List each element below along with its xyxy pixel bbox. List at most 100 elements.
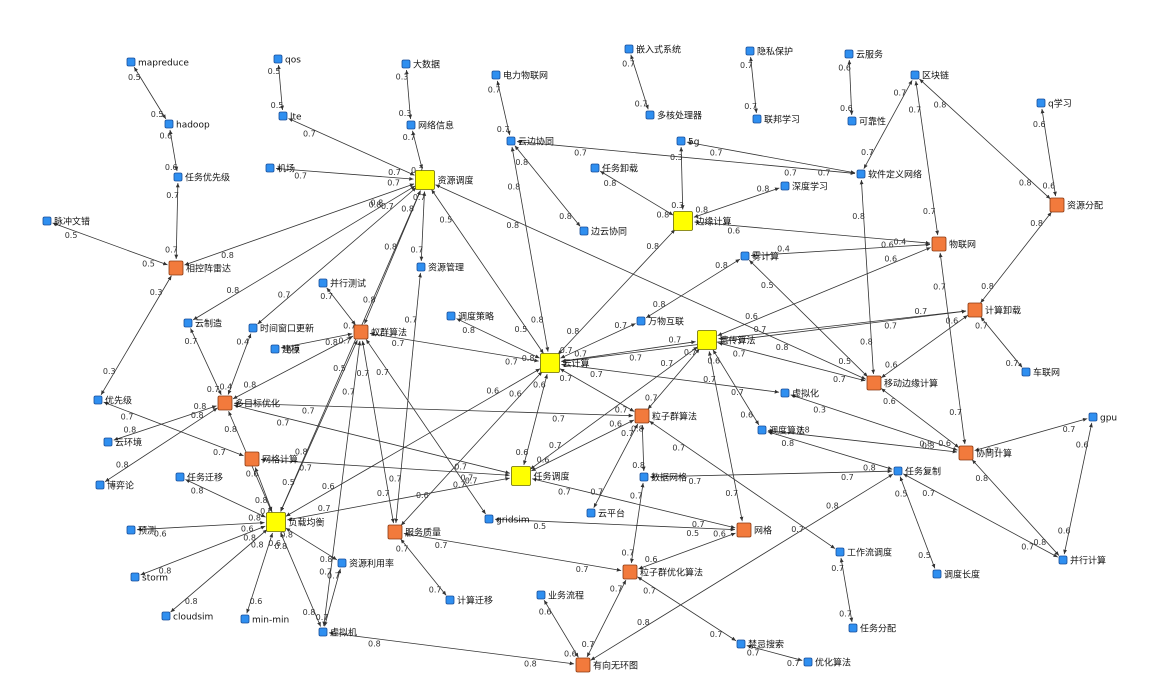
node-qos[interactable]: qos [273,54,301,66]
node-blue-marker[interactable] [736,639,746,649]
node-blue-marker[interactable] [893,466,903,476]
node-bjs[interactable]: 边缘计算 [673,211,732,231]
node-yellow-marker[interactable] [540,353,560,373]
node-yellow-marker[interactable] [415,170,435,190]
node-fwzl[interactable]: 服务质量 [387,524,441,540]
node-yjs[interactable]: 云计算 [540,353,590,373]
node-blue-marker[interactable] [130,572,140,582]
node-dlwlw[interactable]: 电力物联网 [491,70,548,82]
node-blue-marker[interactable] [752,114,762,124]
node-blue-marker[interactable] [445,595,455,605]
node-zylyl[interactable]: 资源利用率 [337,558,394,570]
node-dmbyh[interactable]: 多目标优化 [217,395,280,411]
node-qkl[interactable]: 区块链 [910,70,949,82]
node-blue-marker[interactable] [126,525,136,535]
node-blue-marker[interactable] [278,111,288,121]
node-blue-marker[interactable] [803,657,813,667]
node-zygl[interactable]: 资源管理 [416,262,464,274]
node-fzjh[interactable]: 负载均衡 [266,512,325,532]
node-sdxx[interactable]: 深度学习 [780,181,828,193]
node-yc[interactable]: 预测 [126,525,156,537]
node-gpu[interactable]: gpu [1088,412,1117,424]
node-ybxt[interactable]: 云边协同 [506,136,554,148]
node-blue-marker[interactable] [586,508,596,518]
node-kkx[interactable]: 可靠性 [847,116,886,128]
node-zydd[interactable]: 资源调度 [415,170,474,190]
node-yhsf[interactable]: 优化算法 [803,657,851,669]
node-blue-marker[interactable] [579,226,589,236]
node-blue-marker[interactable] [183,318,193,328]
node-g5[interactable]: 5g [676,136,699,148]
node-wlw[interactable]: 物联网 [931,236,976,252]
node-lte[interactable]: lte [278,111,302,123]
node-ddcd[interactable]: 调度长度 [932,569,980,581]
node-xkzl[interactable]: 相控阵雷达 [168,260,231,276]
node-blue-marker[interactable] [780,388,790,398]
node-sjck[interactable]: 时间窗口更新 [248,323,314,335]
node-yqsf[interactable]: 蚁群算法 [353,324,407,340]
node-sjwg[interactable]: 数据网格 [639,472,687,484]
node-blue-marker[interactable] [95,480,105,490]
node-wwhl[interactable]: 万物互联 [636,316,684,328]
node-blue-marker[interactable] [639,472,649,482]
node-yszh[interactable]: 隐私保护 [745,46,793,58]
node-blue-marker[interactable] [240,614,250,624]
node-blue-marker[interactable] [173,172,183,182]
node-qxx[interactable]: q学习 [1036,98,1072,110]
node-dhcl[interactable]: 多核处理器 [645,110,702,122]
node-dsj[interactable]: 大数据 [401,59,440,71]
node-blue-marker[interactable] [270,344,280,354]
node-jsqy[interactable]: 计算迁移 [445,595,493,607]
node-blue-marker[interactable] [416,262,426,272]
node-lzqsf[interactable]: 粒子群算法 [634,408,697,424]
node-blue-marker[interactable] [446,311,456,321]
node-blue-marker[interactable] [910,70,920,80]
node-blue-marker[interactable] [636,316,646,326]
node-ypt[interactable]: 云平台 [586,508,625,520]
node-blue-marker[interactable] [42,216,52,226]
node-byl[interactable]: 博弈论 [95,480,134,492]
node-ycsf[interactable]: 遗传算法 [697,330,756,350]
node-qrsxt[interactable]: 嵌入式系统 [624,44,681,56]
node-ywlc[interactable]: 业务流程 [536,590,584,602]
node-storm[interactable]: storm [130,572,168,584]
node-blue-marker[interactable] [161,611,171,621]
node-hadoop[interactable]: hadoop [164,119,210,131]
node-lzqyh[interactable]: 粒子群优化算法 [622,564,703,580]
node-blue-marker[interactable] [847,116,857,126]
node-cloudsim[interactable]: cloudsim [161,611,213,623]
node-blue-marker[interactable] [1088,412,1098,422]
node-blue-marker[interactable] [835,547,845,557]
node-bxcs[interactable]: 并行测试 [318,278,366,290]
node-wlxx[interactable]: 网络信息 [406,120,454,132]
node-jsxz[interactable]: 计算卸载 [967,302,1021,318]
node-byxt[interactable]: 边云协同 [579,226,627,238]
node-bxjs[interactable]: 并行计算 [1058,555,1106,567]
node-rwxz[interactable]: 任务卸载 [590,163,638,175]
node-orange-marker[interactable] [931,236,947,252]
node-lbxx[interactable]: 联邦学习 [752,114,800,126]
node-xtjs[interactable]: 协同计算 [958,445,1012,461]
node-blue-marker[interactable] [757,425,767,435]
node-rwfp[interactable]: 任务分配 [848,623,896,635]
node-blue-marker[interactable] [175,472,185,482]
node-blue-marker[interactable] [318,278,328,288]
node-rwqy[interactable]: 任务迁移 [175,472,223,484]
node-blue-marker[interactable] [536,590,546,600]
node-blue-marker[interactable] [484,514,494,524]
node-blue-marker[interactable] [273,54,283,64]
node-ddsf[interactable]: 调度算法 [757,425,805,437]
node-yhj[interactable]: 云环境 [103,437,142,449]
node-blue-marker[interactable] [1058,555,1068,565]
node-orange-marker[interactable] [387,524,403,540]
node-ywxht[interactable]: 有向无环图 [575,657,638,673]
node-jichang[interactable]: 机场 [265,163,295,175]
node-wangge[interactable]: 网格 [736,522,772,538]
node-jjss[interactable]: 禁忌搜索 [736,639,784,651]
node-blue-marker[interactable] [590,163,600,173]
node-blue-marker[interactable] [491,70,501,80]
node-mapreduce[interactable]: mapreduce [126,57,189,69]
node-gzldd[interactable]: 工作流调度 [835,547,892,559]
node-blue-marker[interactable] [337,558,347,568]
node-blue-marker[interactable] [265,163,275,173]
